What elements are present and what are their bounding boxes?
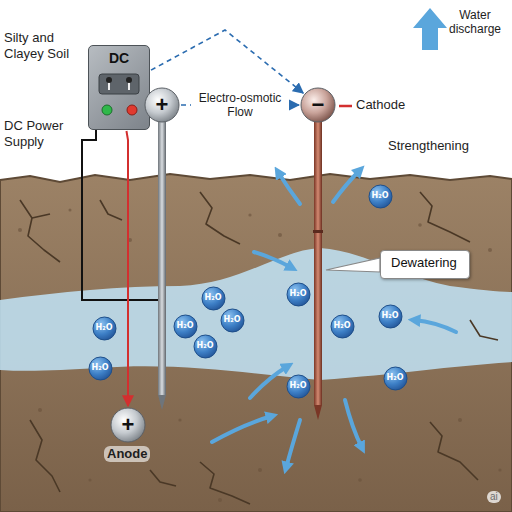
edge-label: Electro-osmotic Flow [191,90,289,121]
water-molecule-label: H₂O [387,373,404,382]
water-bubble: H₂O [286,282,311,307]
cathode-rod [313,120,323,420]
water-molecule-label: H₂O [372,191,389,200]
water-bubble: H₂O [286,374,311,399]
flow-arrows [212,170,456,468]
node-label: DC [89,50,149,66]
water-molecule-label: H₂O [382,311,399,320]
water-molecule-label: H₂O [224,315,241,324]
anode-ball: + [110,407,146,443]
dashed-connector [151,30,303,93]
strengthening-label: Strengthening [388,138,469,154]
water-molecule-label: H₂O [197,341,214,350]
power-supply-box: DC [88,45,150,130]
soil-ground [0,174,512,512]
cathode-leader [339,105,352,108]
water-bubble: H₂O [201,286,226,311]
discharge-arrow [413,8,447,50]
water-bubble: H₂O [368,184,393,209]
water-molecule-label: H₂O [92,363,109,372]
anode-label: Anode [104,446,150,462]
water-molecule-label: H₂O [290,381,307,390]
power-wire [126,131,128,406]
water-bubble: H₂O [193,334,218,359]
callout-box: Dewatering [380,250,470,279]
soil-cracks [20,192,498,504]
water-bubble: H₂O [92,316,117,341]
watermark: ai [487,491,501,503]
water-bubble: H₂O [378,304,403,329]
cathode-label: Cathode [356,97,405,113]
callout-tail [326,258,380,272]
water-molecule-label: H₂O [334,321,351,330]
water-bubble: H₂O [173,314,198,339]
anode-rod [158,120,166,410]
polarity-sign: + [122,412,135,437]
polarity-sign: + [156,92,169,117]
polarity-sign: − [312,92,325,117]
supply-wire [82,130,158,300]
water-molecule-label: H₂O [290,289,307,298]
water-bubble: H₂O [220,308,245,333]
supply-label: DC Power Supply [4,118,78,149]
water-molecule-label: H₂O [96,323,113,332]
soil-label: Silty and Clayey Soil [4,30,88,61]
anode-terminal: + [144,87,180,123]
water-bubble: H₂O [383,366,408,391]
node-label: Dewatering [391,256,459,271]
cathode-terminal: − [300,87,336,123]
water-bubble: H₂O [330,314,355,339]
water-bubble: H₂O [88,356,113,381]
water-band [0,248,512,380]
water-molecule-label: H₂O [205,293,222,302]
water-molecule-label: H₂O [177,321,194,330]
discharge-label: Water discharge [442,8,508,37]
